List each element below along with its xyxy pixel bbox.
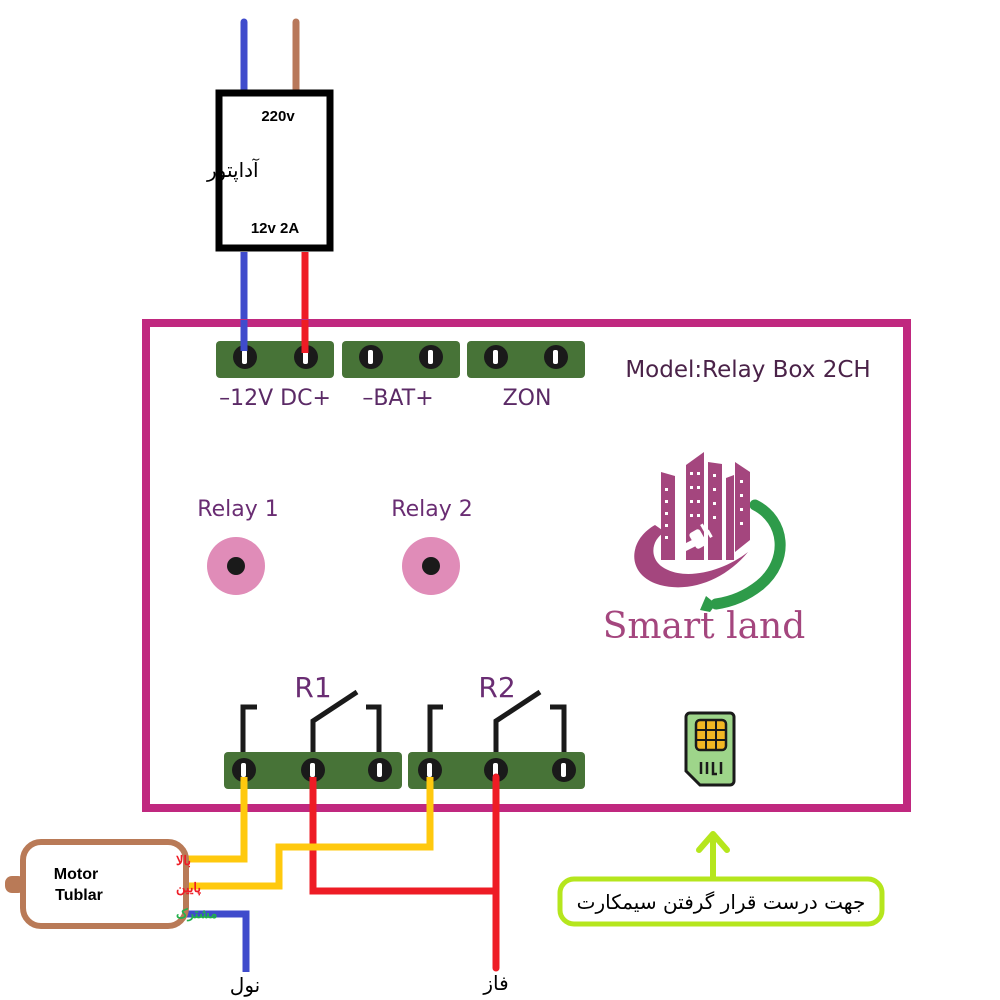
terminal-screw-r2-com[interactable] [484, 758, 508, 782]
relay-1-label: Relay 1 [197, 497, 278, 522]
sim-hint-box [557, 876, 885, 927]
adapter-output-label: 12v 2A [251, 220, 300, 237]
terminal-screw[interactable] [294, 345, 318, 369]
terminal-screw-r2-no[interactable] [552, 758, 576, 782]
relay-2-led [402, 537, 460, 595]
motor-up-wire [185, 777, 248, 863]
relay-1-contact-label: R1 [294, 671, 331, 704]
terminal-screw[interactable] [484, 345, 508, 369]
sim-card-icon [684, 711, 736, 787]
terminal-block-power [216, 341, 334, 378]
model-label: Model:Relay Box 2CH [625, 357, 870, 383]
motor-down-wire [185, 777, 434, 890]
arrow-up-head-icon [696, 831, 730, 853]
terminal-screw-r1-com[interactable] [301, 758, 325, 782]
motor-title-line2: Tublar [55, 887, 103, 904]
building-windows [665, 472, 743, 539]
terminal-label-power: –12V DC+ [219, 386, 331, 411]
motor-tubular: Motor Tublar بالا پایین مشترک [5, 839, 217, 929]
motor-title-line1: Motor [54, 866, 98, 883]
sim-hint-text: جهت درست قرار گرفتن سیمکارت [577, 890, 866, 914]
adapter-input-label: 220v [261, 108, 295, 125]
terminal-screw[interactable] [233, 345, 257, 369]
swoosh-icon [634, 525, 748, 588]
relay-1-led [207, 537, 265, 595]
wrench-arc-icon [710, 499, 786, 610]
motor-wire-label-down: پایین [176, 880, 201, 896]
terminal-block-relay-2 [408, 752, 585, 789]
terminal-screw[interactable] [544, 345, 568, 369]
terminal-screw-r1-nc[interactable] [232, 758, 256, 782]
buildings-icon [661, 452, 750, 560]
relay-2-contact-symbol [427, 689, 567, 760]
sim-hint: جهت درست قرار گرفتن سیمکارت [557, 831, 885, 927]
logo-brand-text: Smart land [603, 606, 806, 647]
adapter-side-label: آداپتور [206, 157, 260, 183]
relay-1-contact-symbol [240, 689, 382, 760]
smart-land-logo: Smart land [603, 452, 806, 647]
terminal-screw-r1-no[interactable] [368, 758, 392, 782]
motor-wire-label-up: بالا [176, 853, 191, 868]
terminal-block-battery [342, 341, 460, 378]
adapter: 220v 12v 2A [215, 89, 334, 252]
phase-wire-relay-1 [309, 777, 496, 895]
relay-2-contact-label: R2 [478, 671, 515, 704]
phase-label: فاز [482, 971, 508, 995]
terminal-screw[interactable] [359, 345, 383, 369]
relay-2-label: Relay 2 [391, 497, 472, 522]
plug-icon [676, 523, 713, 554]
terminal-block-relay-1 [224, 752, 402, 789]
adapter-box [215, 89, 334, 252]
neutral-label: نول [230, 973, 260, 997]
wrench-head-icon [700, 596, 716, 612]
motor-wire-label-common: مشترک [176, 906, 217, 922]
relay-board [142, 319, 911, 812]
motor-common-wire [185, 910, 250, 972]
terminal-screw-r2-nc[interactable] [418, 758, 442, 782]
terminal-label-zone: ZON [503, 386, 552, 411]
motor-body [20, 839, 189, 929]
terminal-label-battery: –BAT+ [362, 386, 433, 411]
terminal-screw[interactable] [419, 345, 443, 369]
terminal-block-zone [467, 341, 585, 378]
